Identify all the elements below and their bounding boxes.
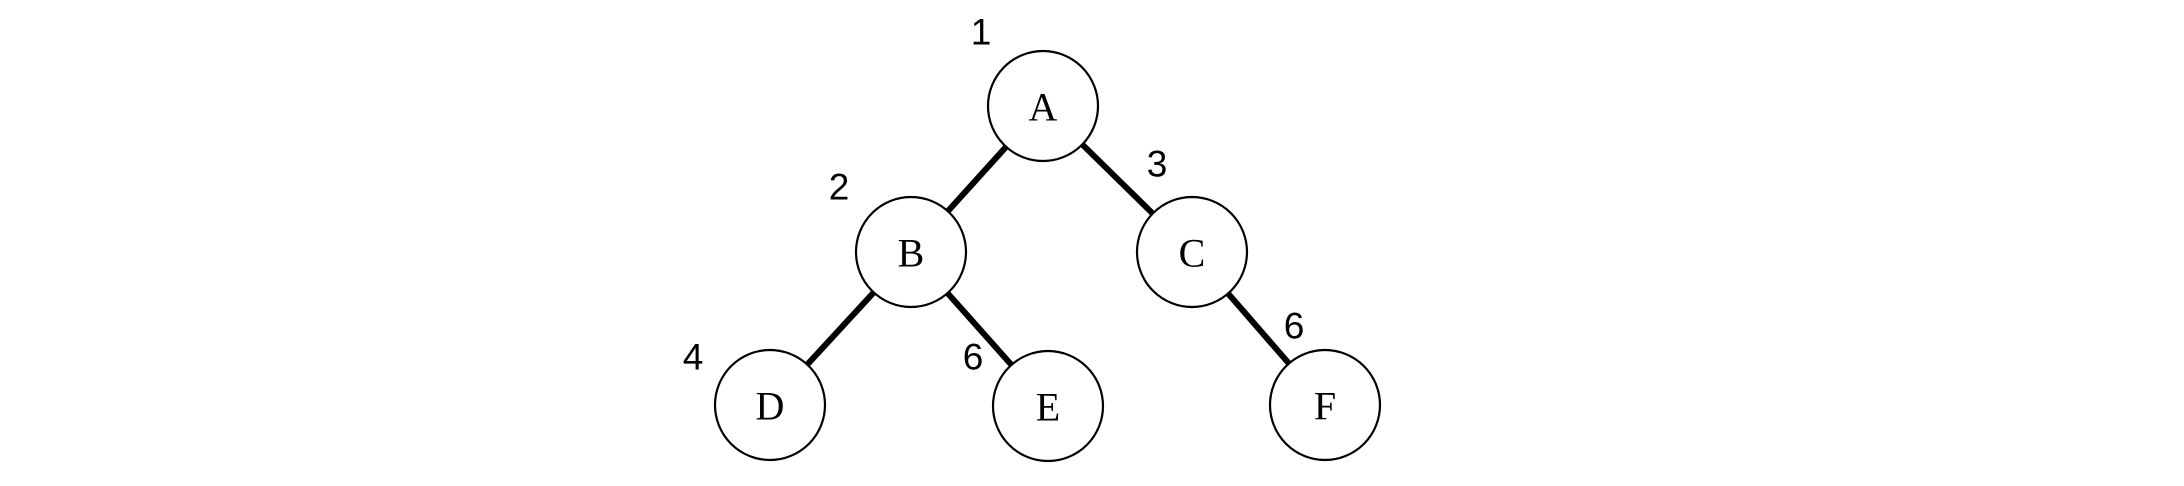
weight-label-c: 3 xyxy=(1147,144,1168,185)
node-a[interactable]: A xyxy=(986,49,1100,163)
node-circle-b[interactable] xyxy=(854,195,968,309)
node-f[interactable]: F xyxy=(1268,348,1382,462)
node-e[interactable]: E xyxy=(991,349,1105,463)
weight-label-d: 4 xyxy=(683,337,704,378)
node-label-b: B xyxy=(898,231,925,276)
edge-b-d xyxy=(804,289,877,368)
node-circle-f[interactable] xyxy=(1268,348,1382,462)
node-b[interactable]: B xyxy=(854,195,968,309)
node-circle-c[interactable] xyxy=(1135,195,1249,309)
node-c[interactable]: C xyxy=(1135,195,1249,309)
node-label-f: F xyxy=(1314,384,1336,429)
node-label-e: E xyxy=(1036,385,1060,430)
weight-label-e: 6 xyxy=(963,337,984,378)
weight-label-f: 6 xyxy=(1284,306,1305,347)
weight-label-b: 2 xyxy=(829,167,850,208)
node-circle-d[interactable] xyxy=(713,348,827,462)
edge-a-b xyxy=(944,144,1010,214)
node-circle-a[interactable] xyxy=(986,49,1100,163)
node-label-d: D xyxy=(756,384,785,429)
edges-group xyxy=(804,141,1292,368)
edge-a-c xyxy=(1079,141,1156,217)
edge-weight-labels-group: 1 2 3 4 6 6 xyxy=(683,12,1305,378)
nodes-group: A B C D E F xyxy=(713,49,1382,463)
edge-c-f xyxy=(1225,290,1292,367)
node-circle-e[interactable] xyxy=(991,349,1105,463)
node-d[interactable]: D xyxy=(713,348,827,462)
edge-b-e xyxy=(944,290,1015,368)
node-label-c: C xyxy=(1179,231,1206,276)
node-label-a: A xyxy=(1029,85,1058,130)
weight-label-a: 1 xyxy=(971,12,992,53)
